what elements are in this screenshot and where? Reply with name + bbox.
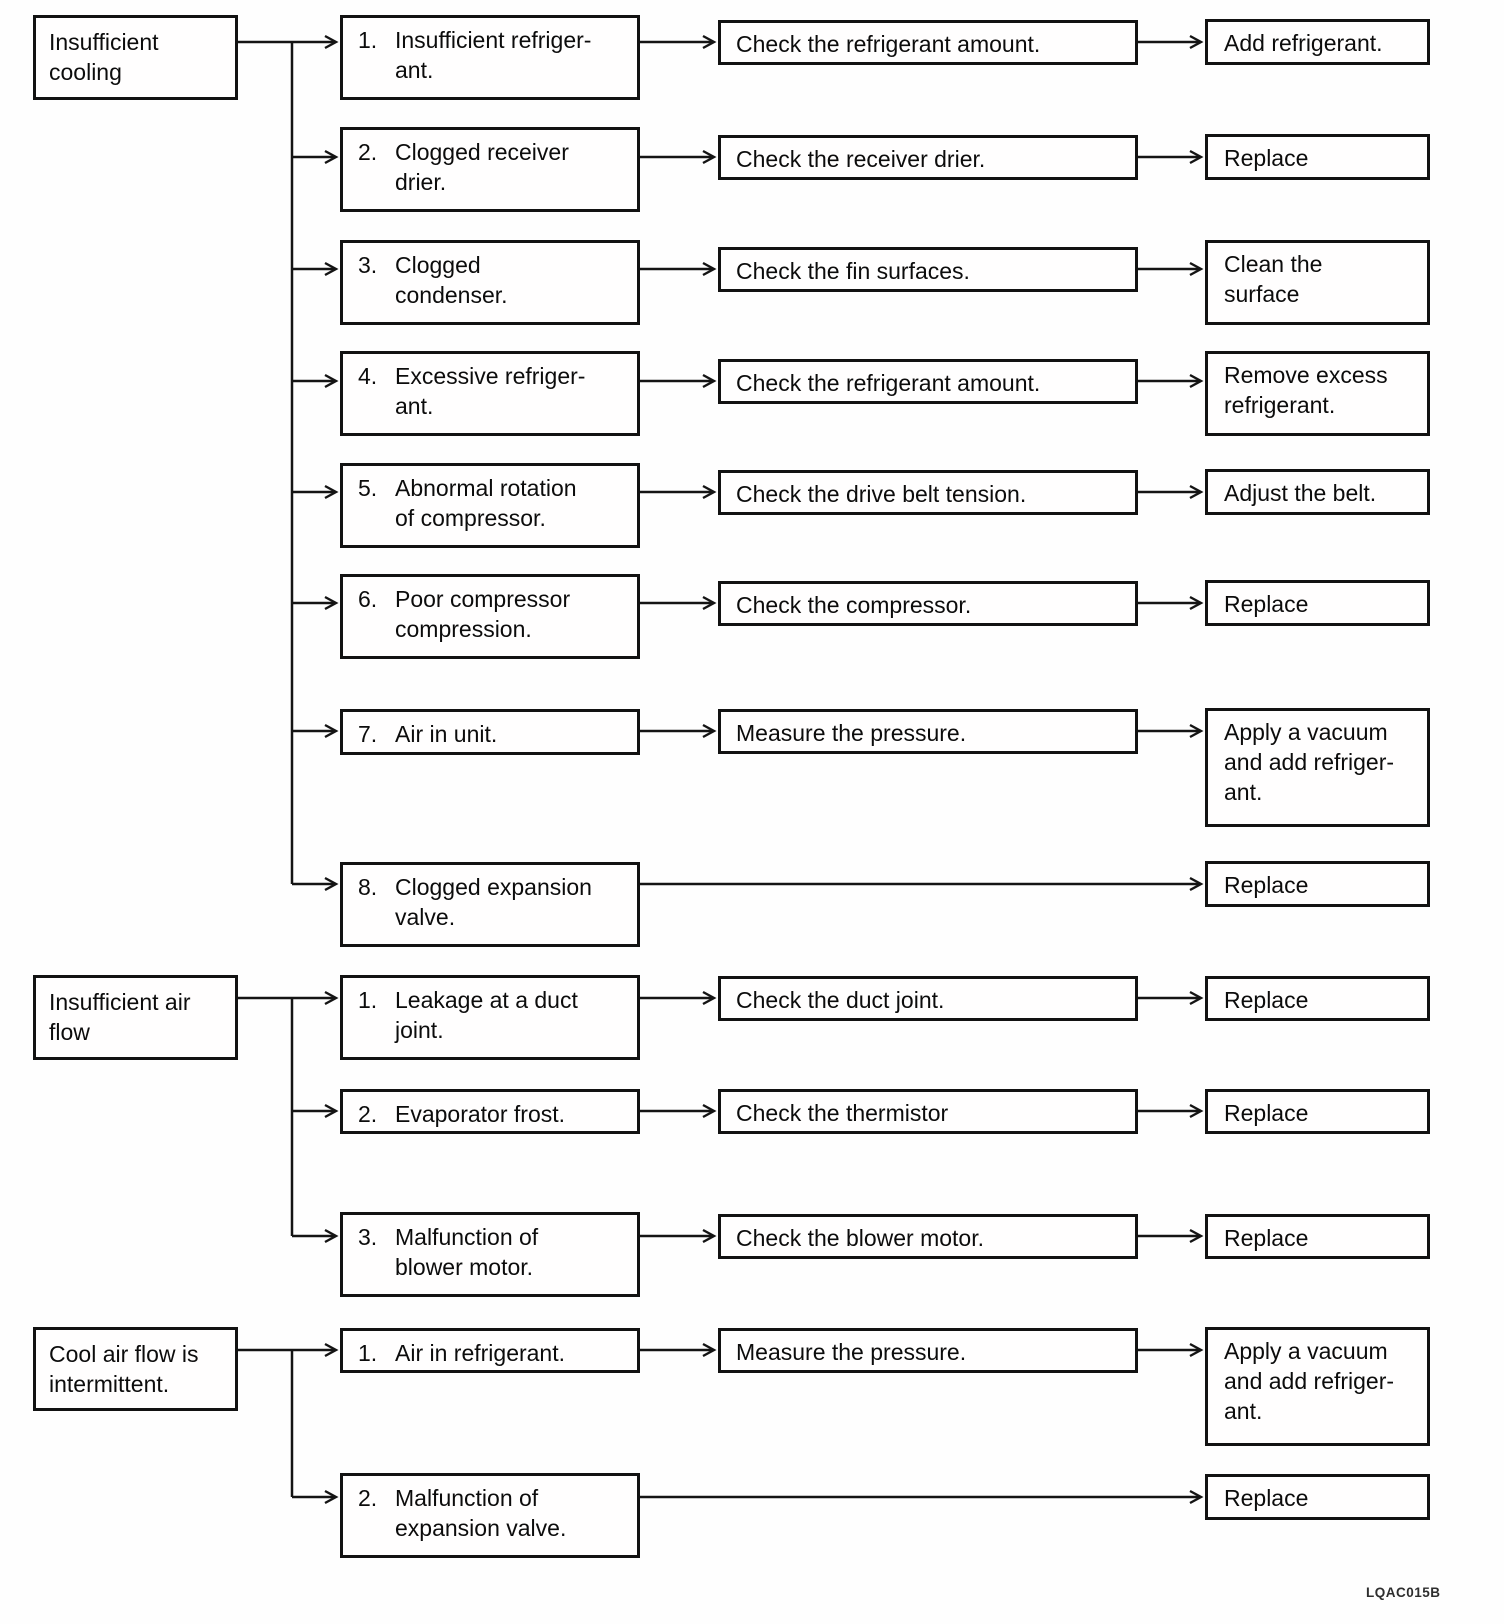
cause-box: 6. Poor compressor compression. [340,574,640,659]
cause-number: 4. [358,363,378,389]
cause-box: 3. Malfunction of blower motor. [340,1212,640,1297]
cause-text: Poor compressor compression. [395,586,571,642]
remedy-box: Replace [1205,580,1430,626]
check-box: Check the refrigerant amount. [718,359,1138,404]
remedy-box: Add refrigerant. [1205,19,1430,65]
remedy-box: Adjust the belt. [1205,469,1430,515]
cause-number: 7. [358,721,378,747]
cause-text: Clogged receiver drier. [395,139,569,195]
cause-box: 8. Clogged expansion valve. [340,862,640,947]
remedy-box: Remove excess refrigerant. [1205,351,1430,436]
cause-text: Clogged expansion valve. [395,874,592,930]
cause-text: Excessive refriger- ant. [395,363,586,419]
check-box: Check the receiver drier. [718,135,1138,180]
cause-number: 5. [358,475,378,501]
symptom-box: Insufficient cooling [33,15,238,100]
section2-connectors [238,990,1204,1244]
cause-text: Insufficient refriger- ant. [395,27,592,83]
cause-box: 2. Evaporator frost. [340,1089,640,1134]
remedy-box: Replace [1205,1214,1430,1259]
cause-number: 1. [358,1340,378,1366]
cause-box: 2. Clogged receiver drier. [340,127,640,212]
remedy-box: Clean the surface [1205,240,1430,325]
cause-box: 7. Air in unit. [340,709,640,755]
remedy-box: Apply a vacuum and add refriger- ant. [1205,708,1430,827]
section3-connectors [238,1342,1204,1505]
cause-box: 5. Abnormal rotation of compressor. [340,463,640,548]
cause-text: Clogged condenser. [395,252,508,308]
remedy-box: Replace [1205,1089,1430,1134]
cause-number: 2. [358,1485,378,1511]
cause-text: Malfunction of blower motor. [395,1224,539,1280]
remedy-box: Replace [1205,134,1430,180]
cause-box: 3. Clogged condenser. [340,240,640,325]
check-box: Check the fin surfaces. [718,247,1138,292]
check-box: Check the drive belt tension. [718,470,1138,515]
cause-text: Air in refrigerant. [395,1340,566,1366]
cause-number: 1. [358,27,378,53]
remedy-box: Replace [1205,1474,1430,1520]
cause-number: 2. [358,1101,378,1127]
remedy-box: Apply a vacuum and add refriger- ant. [1205,1327,1430,1446]
cause-text: Leakage at a duct joint. [395,987,578,1043]
cause-text: Malfunction of expansion valve. [395,1485,567,1541]
figure-code: LQAC015B [1366,1585,1441,1600]
cause-number: 3. [358,1224,378,1250]
cause-number: 1. [358,987,378,1013]
cause-box: 2. Malfunction of expansion valve. [340,1473,640,1558]
cause-number: 3. [358,252,378,278]
cause-text: Evaporator frost. [395,1101,566,1127]
remedy-box: Replace [1205,861,1430,907]
cause-number: 8. [358,874,378,900]
symptom-box: Insufficient air flow [33,975,238,1060]
cause-box: 1. Leakage at a duct joint. [340,975,640,1060]
cause-number: 2. [358,139,378,165]
section1-connectors [238,34,1204,892]
check-box: Check the refrigerant amount. [718,20,1138,65]
cause-text: Air in unit. [395,721,498,747]
check-box: Check the thermistor [718,1089,1138,1134]
check-box: Check the blower motor. [718,1214,1138,1259]
cause-box: 4. Excessive refriger- ant. [340,351,640,436]
check-box: Check the compressor. [718,581,1138,626]
symptom-box: Cool air flow is intermittent. [33,1327,238,1411]
cause-number: 6. [358,586,378,612]
check-box: Measure the pressure. [718,1328,1138,1373]
cause-box: 1. Air in refrigerant. [340,1328,640,1373]
check-box: Check the duct joint. [718,976,1138,1021]
cause-box: 1. Insufficient refriger- ant. [340,15,640,100]
check-box: Measure the pressure. [718,709,1138,754]
cause-text: Abnormal rotation of compressor. [395,475,577,531]
remedy-box: Replace [1205,976,1430,1021]
